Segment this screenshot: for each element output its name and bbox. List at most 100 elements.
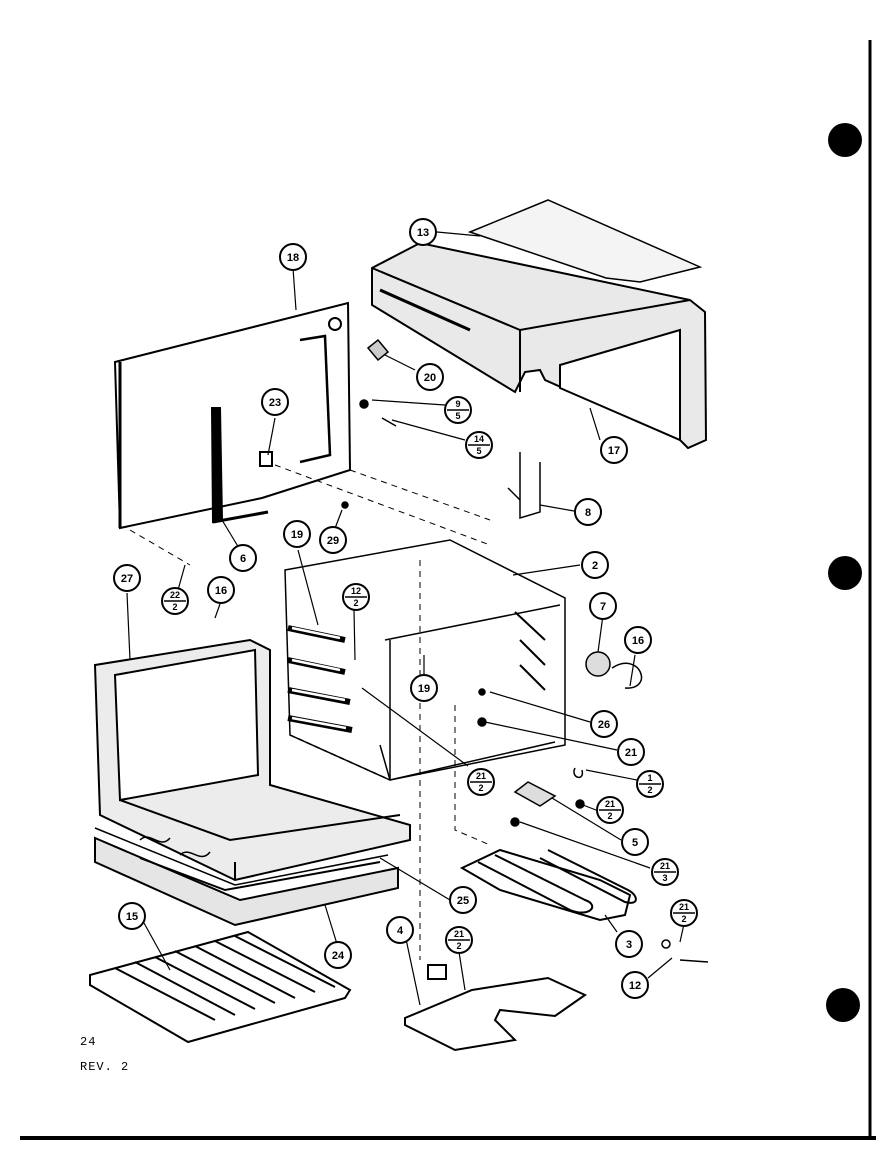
part-liner-gasket: [94, 827, 389, 886]
svg-text:3: 3: [662, 873, 667, 883]
svg-text:27: 27: [121, 573, 133, 585]
callout-19-center: 19: [410, 674, 438, 702]
svg-text:5: 5: [455, 411, 460, 421]
svg-text:12: 12: [351, 586, 361, 596]
part-top-insulation: [467, 199, 703, 283]
svg-text:8: 8: [585, 507, 591, 519]
callout-20: 20: [416, 363, 444, 391]
callout-12: 12: [621, 971, 649, 999]
scan-border: [20, 40, 876, 1140]
callout-29: 29: [319, 526, 347, 554]
svg-text:23: 23: [269, 397, 281, 409]
svg-text:21: 21: [476, 771, 486, 781]
callout-7: 7: [589, 592, 617, 620]
part-bracket: [507, 452, 541, 520]
svg-text:2: 2: [592, 560, 598, 572]
callout-balloons: 18 13 20 9 5 14 5 17 23: [113, 218, 698, 999]
callout-2: 2: [581, 551, 609, 579]
svg-text:21: 21: [454, 929, 464, 939]
svg-text:5: 5: [476, 446, 481, 456]
callout-24: 24: [324, 941, 352, 969]
binder-hole-top: [828, 123, 862, 157]
callout-4: 4: [386, 916, 414, 944]
svg-text:21: 21: [605, 799, 615, 809]
svg-text:19: 19: [418, 683, 430, 695]
svg-text:19: 19: [291, 529, 303, 541]
svg-text:7: 7: [600, 601, 606, 613]
binder-hole-bottom: [826, 988, 860, 1022]
callout-8: 8: [574, 498, 602, 526]
svg-text:21: 21: [625, 747, 637, 759]
part-oven-top-housing: [371, 241, 708, 450]
part-fasteners: [477, 688, 585, 809]
callout-16-right: 16: [624, 626, 652, 654]
callout-16-left: 16: [207, 576, 235, 604]
binder-hole-middle: [828, 556, 862, 590]
callout-22-over-2: 22 2: [161, 587, 189, 615]
callout-23: 23: [261, 388, 289, 416]
svg-text:2: 2: [478, 783, 483, 793]
part-oven-rack: [89, 930, 352, 1044]
callout-12-over-2: 12 2: [342, 583, 370, 611]
svg-text:2: 2: [647, 785, 652, 795]
part-back-panel: [113, 301, 352, 530]
svg-text:22: 22: [170, 590, 180, 600]
svg-text:1: 1: [647, 773, 652, 783]
callout-19-left: 19: [283, 520, 311, 548]
callout-1-over-2: 1 2: [636, 770, 664, 798]
svg-text:18: 18: [287, 252, 299, 264]
svg-text:14: 14: [474, 434, 484, 444]
svg-text:13: 13: [417, 227, 429, 239]
svg-text:17: 17: [608, 445, 620, 457]
part-thermostat: [585, 651, 643, 689]
svg-text:6: 6: [240, 553, 246, 565]
svg-text:5: 5: [632, 837, 638, 849]
callout-26: 26: [590, 710, 618, 738]
svg-text:20: 20: [424, 372, 436, 384]
binder-holes: [826, 123, 862, 1022]
svg-text:4: 4: [397, 925, 404, 937]
svg-text:16: 16: [215, 585, 227, 597]
callout-14-over-5: 14 5: [465, 431, 493, 459]
svg-text:2: 2: [607, 811, 612, 821]
svg-text:3: 3: [626, 939, 632, 951]
callout-17: 17: [600, 436, 628, 464]
callout-15: 15: [118, 902, 146, 930]
callout-9-over-5: 9 5: [444, 396, 472, 424]
revision-label: REV. 2: [80, 1060, 130, 1074]
assembly-guide-lines: [129, 464, 491, 960]
callout-21: 21: [617, 738, 645, 766]
svg-text:24: 24: [332, 950, 345, 962]
svg-text:21: 21: [660, 861, 670, 871]
svg-text:9: 9: [455, 399, 460, 409]
svg-text:25: 25: [457, 895, 469, 907]
part-broil-element: [459, 848, 637, 922]
leader-lines: [126, 231, 685, 1006]
callout-21-over-2-right: 21 2: [596, 796, 624, 824]
callout-6: 6: [229, 544, 257, 572]
callout-21-over-3: 21 3: [651, 858, 679, 886]
part-oven-liner: [284, 539, 566, 781]
svg-text:2: 2: [353, 598, 358, 608]
part-bake-element: [404, 964, 588, 1052]
svg-text:26: 26: [598, 719, 610, 731]
svg-text:2: 2: [172, 602, 177, 612]
callout-21-over-2-bottom: 21 2: [445, 926, 473, 954]
part-screw: [661, 939, 709, 963]
svg-text:2: 2: [456, 941, 461, 951]
callout-5: 5: [621, 828, 649, 856]
svg-text:12: 12: [629, 980, 641, 992]
svg-text:16: 16: [632, 635, 644, 647]
svg-text:15: 15: [126, 911, 138, 923]
callout-13: 13: [409, 218, 437, 246]
part-clip: [510, 781, 557, 827]
svg-text:29: 29: [327, 535, 339, 547]
page-number: 24: [80, 1035, 97, 1049]
part-oven-door-frame: [93, 638, 411, 882]
svg-text:2: 2: [681, 914, 686, 924]
callout-18: 18: [279, 243, 307, 271]
part-bottom-insulation: [94, 836, 399, 927]
callout-21-over-2-far-right: 21 2: [670, 899, 698, 927]
